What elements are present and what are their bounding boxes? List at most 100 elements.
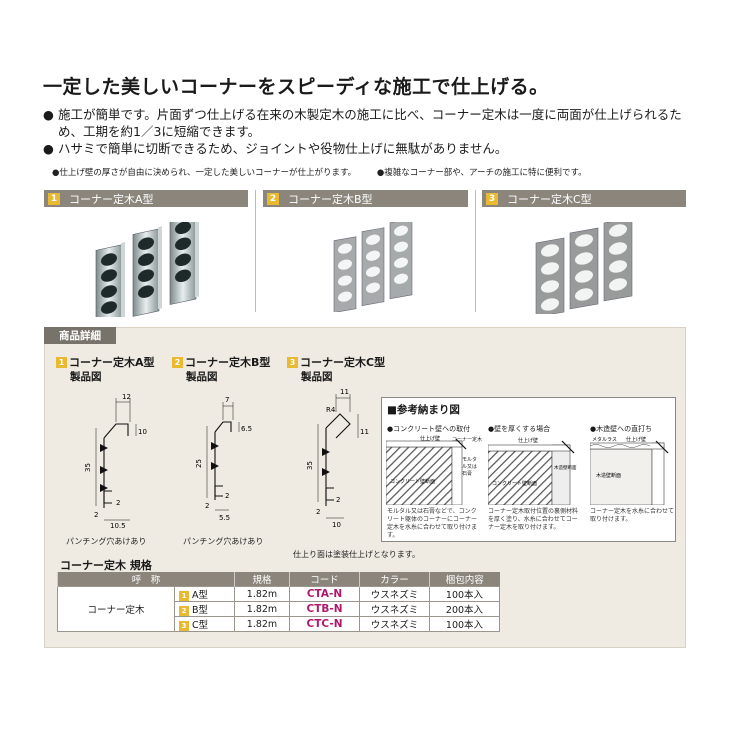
product-photo-c xyxy=(535,222,633,314)
drawing-label: 製品図 xyxy=(301,371,333,383)
type-text: C型 xyxy=(192,620,209,631)
reference-item-title: ●コンクリート壁への取付 xyxy=(387,425,471,433)
bullet-text: 施工が簡単です。片面ずつ仕上げる在来の木製定木の施工に比べ、コーナー定木は一度に… xyxy=(58,107,682,139)
column-header: 規格 xyxy=(234,572,290,587)
number-badge: 1 xyxy=(48,192,60,205)
diagram-label: モルタル又は石膏 xyxy=(462,457,478,477)
column-divider xyxy=(255,190,256,312)
feature-bullet: ● 施工が簡単です。片面ずつ仕上げる在来の木製定木の施工に比べ、コーナー定木は一… xyxy=(43,106,693,140)
reference-title: ■参考納まり図 xyxy=(387,404,460,416)
type-bar-b: 2 コーナー定木B型 xyxy=(263,190,468,207)
detail-title: コーナー定木A型 xyxy=(69,356,155,369)
drawing-caption: パンチング穴あけあり xyxy=(66,537,147,546)
reference-note: コーナー定木を水糸に合わせて取り付けます。 xyxy=(590,508,675,523)
diagram-label: 仕上げ壁 xyxy=(518,437,538,444)
code-cell: CTC-N xyxy=(289,616,360,632)
product-photo-a xyxy=(95,222,199,317)
dim-label: 2 xyxy=(116,499,120,507)
dim-label: 12 xyxy=(122,393,131,401)
type-label: コーナー定木B型 xyxy=(288,192,373,206)
diagram-label: コンクリート壁断面 xyxy=(390,478,435,485)
feature-bullet: ● ハサミで簡単に切断できるため、ジョイントや役物仕上げに無駄がありません。 xyxy=(43,140,693,157)
pack-cell: 200本入 xyxy=(429,601,500,617)
color-cell: ウスネズミ xyxy=(359,586,430,602)
type-label: コーナー定木A型 xyxy=(69,192,154,206)
reference-diagram-3: メタルラス 仕上げ壁 木造壁断面 xyxy=(590,436,669,505)
size-cell: 1.82m xyxy=(234,616,290,632)
dim-label: 10 xyxy=(138,428,147,436)
product-name-cell: コーナー定木 xyxy=(57,586,175,632)
drawing-caption: 仕上り面は塗装仕上げとなります。 xyxy=(293,550,420,559)
reference-diagrams: ■参考納まり図 ●コンクリート壁への取付 仕上げ壁 コンクリート壁断面 コーナー… xyxy=(381,397,676,542)
code-cell: CTA-N xyxy=(289,586,360,602)
detail-heading-c: 3 コーナー定木C型 xyxy=(287,354,385,370)
feature-bullets: ● 施工が簡単です。片面ずつ仕上げる在来の木製定木の施工に比べ、コーナー定木は一… xyxy=(43,106,693,157)
color-cell: ウスネズミ xyxy=(359,616,430,632)
drawing-label: 製品図 xyxy=(70,371,102,383)
panel-tab: 商品詳細 xyxy=(44,327,116,344)
dim-label: 2 xyxy=(205,502,209,510)
reference-diagram-1: 仕上げ壁 コンクリート壁断面 xyxy=(386,435,467,505)
diagram-label: 仕上げ壁 xyxy=(420,435,440,442)
page-headline: 一定した美しいコーナーをスピーディな施工で仕上げる。 xyxy=(43,76,549,98)
number-badge: 1 xyxy=(179,591,189,601)
bullet-text: ハサミで簡単に切断できるため、ジョイントや役物仕上げに無駄がありません。 xyxy=(58,141,508,156)
type-bar-a: 1 コーナー定木A型 xyxy=(44,190,248,207)
pack-cell: 100本入 xyxy=(429,616,500,632)
dim-label: 35 xyxy=(306,461,314,470)
diagram-label: コンクリート壁断面 xyxy=(492,480,537,487)
detail-heading-b: 2 コーナー定木B型 xyxy=(172,354,270,370)
number-badge: 2 xyxy=(172,356,183,368)
number-badge: 2 xyxy=(179,606,189,616)
drawing-caption: パンチング穴あけあり xyxy=(183,537,264,546)
dim-label: 25 xyxy=(195,459,203,468)
dim-label: R4 xyxy=(326,406,336,414)
bullet-mark: ● xyxy=(43,141,54,156)
drawing-b: 7 6.5 25 2 2 5.5 xyxy=(195,396,252,522)
dim-label: 10.5 xyxy=(110,522,126,530)
column-header: カラー xyxy=(359,572,430,587)
type-text: A型 xyxy=(192,590,208,601)
diagram-label: メタルラス xyxy=(592,436,617,443)
diagram-label: 木造壁断面 xyxy=(554,464,577,471)
dim-label: 2 xyxy=(316,508,320,516)
note-text: ●仕上げ壁の厚さが自由に決められ、一定した美しいコーナーが仕上がります。 xyxy=(52,168,357,178)
drawing-c: 11 R4 11 35 2 2 10 xyxy=(306,388,369,529)
type-bar-c: 3 コーナー定木C型 xyxy=(482,190,686,207)
number-badge: 3 xyxy=(179,621,189,631)
table-header-row: 呼 称 規格 コード カラー 梱包内容 xyxy=(57,572,500,587)
code-cell: CTB-N xyxy=(289,601,360,617)
drawing-a: 12 10 35 2 2 10.5 xyxy=(84,393,147,530)
pack-cell: 100本入 xyxy=(429,586,500,602)
size-cell: 1.82m xyxy=(234,601,290,617)
drawing-label: 製品図 xyxy=(186,371,218,383)
color-cell: ウスネズミ xyxy=(359,601,430,617)
feature-notes: ●仕上げ壁の厚さが自由に決められ、一定した美しいコーナーが仕上がります。 ●複雑… xyxy=(52,166,605,178)
reference-item-title: ●壁を厚くする場合 xyxy=(488,425,551,433)
dim-label: 10 xyxy=(332,521,341,529)
spec-title: コーナー定木 規格 xyxy=(60,559,152,572)
number-badge: 3 xyxy=(486,192,498,205)
diagram-label: 木造壁断面 xyxy=(596,472,621,479)
type-label: コーナー定木C型 xyxy=(507,192,592,206)
dim-label: 2 xyxy=(225,492,229,500)
detail-heading-a: 1 コーナー定木A型 xyxy=(56,354,155,370)
dim-label: 2 xyxy=(94,511,98,519)
product-photo-b xyxy=(333,222,413,312)
number-badge: 1 xyxy=(56,356,67,368)
detail-title: コーナー定木B型 xyxy=(185,356,271,369)
dim-label: 5.5 xyxy=(219,514,230,522)
reference-item-title: ●木造壁への直打ち xyxy=(590,425,653,433)
column-divider xyxy=(475,190,476,312)
number-badge: 3 xyxy=(287,356,298,368)
dim-label: 11 xyxy=(340,388,349,396)
column-header: 梱包内容 xyxy=(429,572,500,587)
diagram-label: コーナー定木 xyxy=(452,437,483,443)
type-text: B型 xyxy=(192,605,209,616)
